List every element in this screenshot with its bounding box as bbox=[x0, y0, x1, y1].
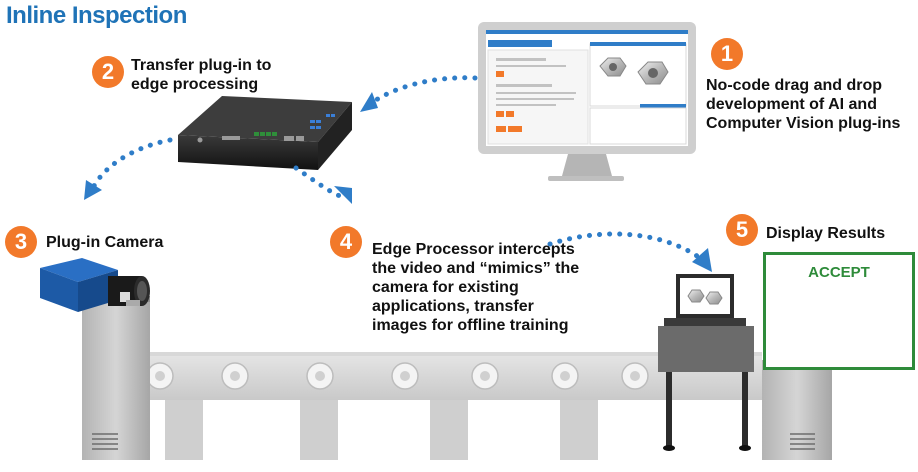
result-panel: ACCEPT bbox=[763, 252, 915, 370]
arrow-edge-to-station bbox=[547, 231, 703, 261]
inspection-station bbox=[658, 274, 754, 451]
accept-label: ACCEPT bbox=[808, 264, 870, 281]
step-2-badge: 2 bbox=[92, 56, 124, 88]
flow-arrows bbox=[89, 75, 703, 261]
step-3-label: Plug-in Camera bbox=[46, 234, 164, 251]
right-pillar bbox=[762, 360, 832, 460]
step-2-label: Transfer plug-in to edge processing bbox=[131, 57, 272, 93]
step-1-badge: 1 bbox=[711, 38, 743, 70]
camera-icon bbox=[40, 258, 150, 312]
arrow-processor-to-camera bbox=[89, 137, 173, 193]
step-5-badge: 5 bbox=[726, 214, 758, 246]
arrow-processor-to-edge bbox=[293, 165, 343, 199]
step-4-badge: 4 bbox=[330, 226, 362, 258]
step-4-label: Edge Processor intercepts the video and … bbox=[372, 241, 580, 334]
left-pillar bbox=[82, 296, 150, 460]
step-3-badge: 3 bbox=[5, 226, 37, 258]
page-title: Inline Inspection bbox=[6, 2, 187, 29]
arrow-monitor-to-processor bbox=[367, 75, 478, 107]
step-1-label: No-code drag and drop development of AI … bbox=[706, 77, 901, 132]
monitor-icon bbox=[478, 22, 696, 181]
edge-processor-icon bbox=[178, 96, 352, 170]
step-5-label: Display Results bbox=[766, 225, 886, 242]
arrow-heads bbox=[84, 92, 712, 272]
